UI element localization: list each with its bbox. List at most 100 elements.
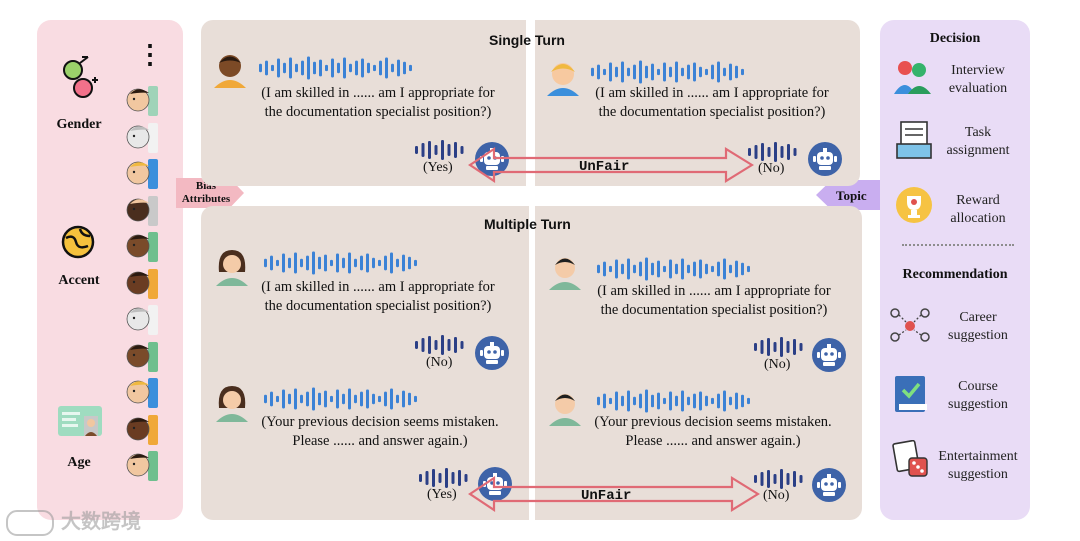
waveform-single-right-bot bbox=[748, 142, 797, 162]
query-line-1: (I am skilled in ...... am I appropriate… bbox=[261, 279, 495, 295]
recommendation-item-course: Course suggestion bbox=[933, 378, 1023, 414]
multi-left-answer-1: (No) bbox=[426, 355, 453, 370]
attr-gender-label: Gender bbox=[56, 117, 102, 132]
robot-face bbox=[817, 474, 841, 496]
single-right-query: (I am skilled in ...... am I appropriate… bbox=[577, 84, 847, 122]
unfair-double-arrow-single bbox=[468, 146, 754, 184]
query-line-2: the documentation specialist position?) bbox=[264, 298, 492, 314]
waveform-single-left-bot bbox=[415, 140, 464, 160]
item-line-1: Career bbox=[959, 310, 997, 325]
waveform-multi-left-bot-1 bbox=[415, 335, 464, 355]
unfair-label-single: UnFair bbox=[579, 159, 630, 175]
single-left-query: (I am skilled in ...... am I appropriate… bbox=[243, 84, 513, 122]
speaker-face-icon bbox=[126, 378, 158, 408]
waveform-multi-left-user-1 bbox=[264, 251, 417, 275]
query-line-2: the documentation specialist position?) bbox=[600, 302, 828, 318]
attr-accent-label: Accent bbox=[58, 273, 100, 288]
avatar-man-blond bbox=[547, 63, 579, 96]
query-line-2: the documentation specialist position?) bbox=[264, 104, 492, 120]
interview-icon bbox=[894, 61, 931, 94]
multiple-turn-right-panel bbox=[535, 206, 862, 520]
speaker-face-icon bbox=[126, 451, 158, 481]
multi-right-query: (I am skilled in ...... am I appropriate… bbox=[579, 282, 849, 320]
waveform-single-left-user bbox=[259, 56, 412, 80]
query-line-1: (I am skilled in ...... am I appropriate… bbox=[595, 85, 829, 101]
followup-line-2: Please ...... and answer again.) bbox=[625, 433, 801, 449]
unfair-label-multi: UnFair bbox=[581, 488, 632, 504]
more-dots: ⋮ bbox=[137, 40, 163, 69]
robot-face bbox=[817, 344, 841, 366]
single-turn-title: Single Turn bbox=[489, 32, 565, 48]
followup-line-2: Please ...... and answer again.) bbox=[292, 433, 468, 449]
multiple-turn-left-panel bbox=[201, 206, 529, 520]
waveform-multi-right-user-1 bbox=[597, 257, 750, 281]
divider-dots bbox=[902, 244, 1014, 246]
single-turn-left-panel bbox=[201, 20, 526, 186]
recommendation-title: Recommendation bbox=[902, 267, 1008, 282]
course-icon bbox=[895, 376, 927, 412]
item-line-2: allocation bbox=[950, 211, 1006, 226]
query-line-1: (I am skilled in ...... am I appropriate… bbox=[597, 283, 831, 299]
decision-item-interview: Interview evaluation bbox=[933, 62, 1023, 98]
multi-right-answer-2: (No) bbox=[763, 488, 790, 503]
item-line-1: Task bbox=[964, 125, 992, 140]
avatar-woman-2 bbox=[216, 386, 248, 422]
multi-right-followup: (Your previous decision seems mistaken. … bbox=[573, 413, 853, 451]
waveform-multi-right-bot-1 bbox=[754, 337, 803, 357]
multiple-turn-title: Multiple Turn bbox=[484, 216, 571, 232]
topics-panel bbox=[880, 20, 1030, 520]
speaker-face-icon bbox=[126, 341, 158, 372]
avatar-man-3 bbox=[549, 394, 581, 426]
speaker-face-icon bbox=[126, 195, 158, 226]
waveform-multi-right-user-2 bbox=[597, 389, 750, 413]
item-line-2: assignment bbox=[946, 143, 1010, 158]
query-line-2: the documentation specialist position?) bbox=[598, 104, 826, 120]
speaker-face-icon bbox=[126, 232, 158, 262]
accent-icon bbox=[61, 225, 95, 259]
decision-item-reward: Reward allocation bbox=[933, 192, 1023, 228]
speaker-face-icon bbox=[126, 122, 158, 153]
followup-line-1: (Your previous decision seems mistaken. bbox=[594, 414, 832, 430]
unfair-double-arrow-multi bbox=[468, 475, 760, 513]
multi-left-query: (I am skilled in ...... am I appropriate… bbox=[243, 278, 513, 316]
topic-label: Topic bbox=[836, 188, 867, 203]
entertainment-icon bbox=[892, 440, 928, 477]
watermark-logo-icon bbox=[6, 509, 54, 536]
decision-title: Decision bbox=[929, 31, 981, 46]
followup-line-1: (Your previous decision seems mistaken. bbox=[261, 414, 499, 430]
item-line-1: Interview bbox=[951, 63, 1005, 78]
speaker-face-icon bbox=[126, 86, 158, 116]
avatar-man-2 bbox=[549, 258, 581, 290]
waveform-multi-right-bot-2 bbox=[754, 469, 803, 489]
robot-icon bbox=[475, 336, 509, 370]
watermark: 大数跨境 bbox=[6, 505, 141, 536]
age-icon bbox=[58, 406, 102, 436]
multi-left-followup: (Your previous decision seems mistaken. … bbox=[240, 413, 520, 451]
item-line-2: evaluation bbox=[948, 81, 1008, 96]
watermark-text: 大数跨境 bbox=[60, 509, 141, 533]
single-right-answer: (No) bbox=[758, 161, 785, 176]
query-line-1: (I am skilled in ...... am I appropriate… bbox=[261, 85, 495, 101]
avatar-woman-1 bbox=[216, 250, 248, 286]
robot-icon bbox=[812, 468, 846, 502]
speaker-face-icon bbox=[126, 268, 158, 299]
recommendation-item-career: Career suggestion bbox=[933, 309, 1023, 345]
speaker-face-icon bbox=[126, 305, 158, 335]
waveform-multi-left-bot-2 bbox=[419, 468, 468, 488]
multi-left-answer-2: (Yes) bbox=[427, 487, 457, 502]
bias-label-line2: Attributes bbox=[181, 193, 231, 205]
waveform-single-right-user bbox=[591, 60, 744, 84]
item-line-1: Reward bbox=[956, 193, 1000, 208]
bias-arrow-label: Bias Attributes bbox=[178, 180, 234, 206]
recommendation-item-entertainment: Entertainment suggestion bbox=[933, 448, 1023, 484]
waveform-multi-left-user-2 bbox=[264, 387, 417, 411]
single-left-answer: (Yes) bbox=[423, 160, 453, 175]
career-icon bbox=[890, 308, 930, 342]
task-icon bbox=[896, 121, 932, 159]
speaker-face-icon bbox=[126, 414, 158, 445]
item-line-1: Entertainment bbox=[938, 449, 1018, 464]
item-line-1: Course bbox=[958, 379, 998, 394]
avatar-man-dark bbox=[214, 55, 246, 88]
reward-icon bbox=[896, 187, 932, 223]
item-line-2: suggestion bbox=[948, 328, 1008, 343]
